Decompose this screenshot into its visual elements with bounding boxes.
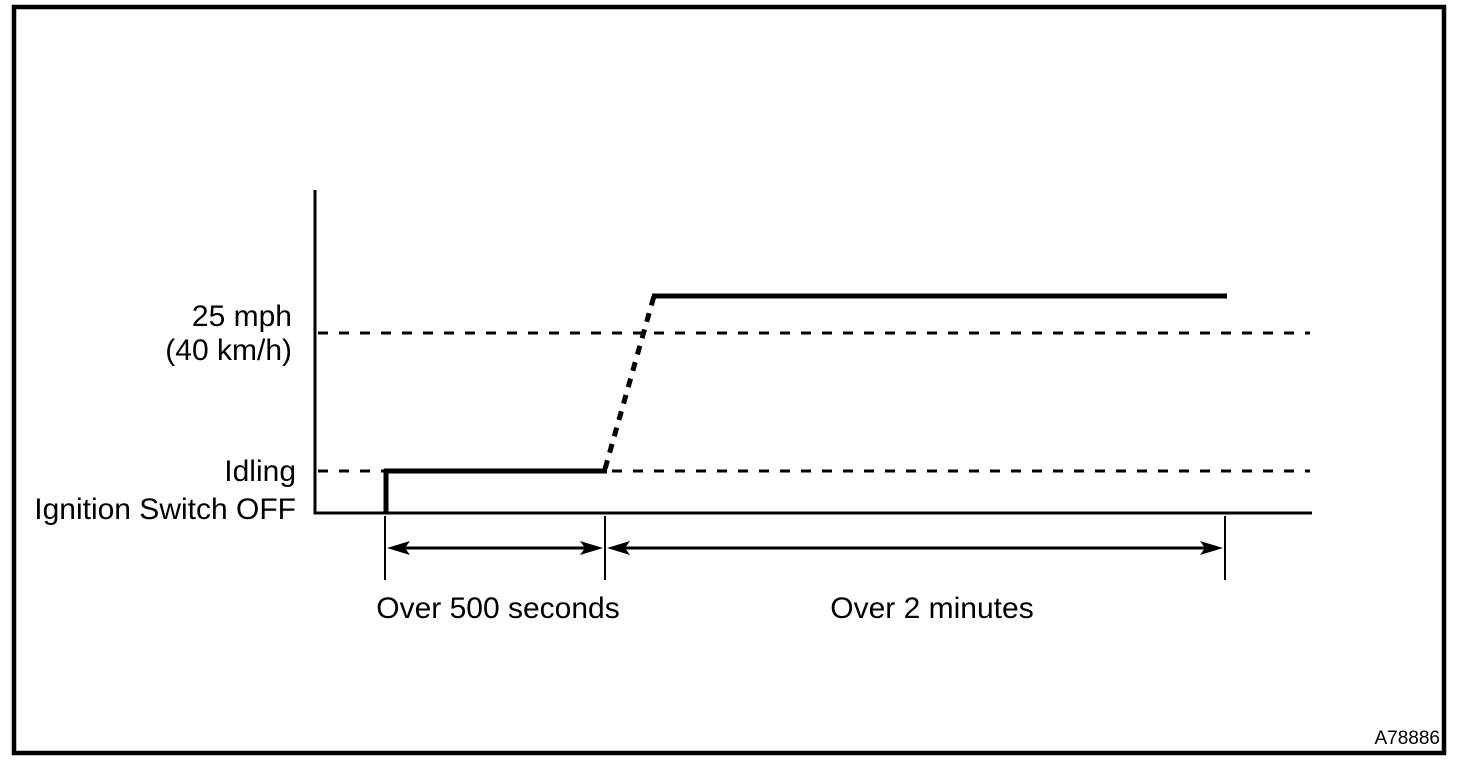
figure-code: A78886 — [1374, 728, 1440, 749]
speed-threshold-label-line1: 25 mph — [191, 300, 292, 333]
idling-label: Idling — [224, 455, 296, 488]
arrowhead-left-icon — [387, 541, 410, 555]
ignition-switch-off-label: Ignition Switch OFF — [34, 493, 296, 526]
figure-frame — [11, 4, 1447, 756]
speed-threshold-label-line2: (40 km/h) — [165, 334, 292, 367]
dimension-arrow-drive — [607, 541, 1223, 555]
dimension-arrow-idle — [387, 541, 603, 555]
trace-acceleration-dashed-segment — [602, 295, 657, 470]
arrowhead-left-icon — [607, 541, 630, 555]
drive-duration-label: Over 2 minutes — [830, 592, 1034, 625]
idle-duration-label: Over 500 seconds — [376, 592, 620, 625]
arrowhead-right-icon — [580, 541, 603, 555]
arrowhead-right-icon — [1200, 541, 1223, 555]
speed-threshold-label: 25 mph (40 km/h) — [165, 300, 292, 368]
